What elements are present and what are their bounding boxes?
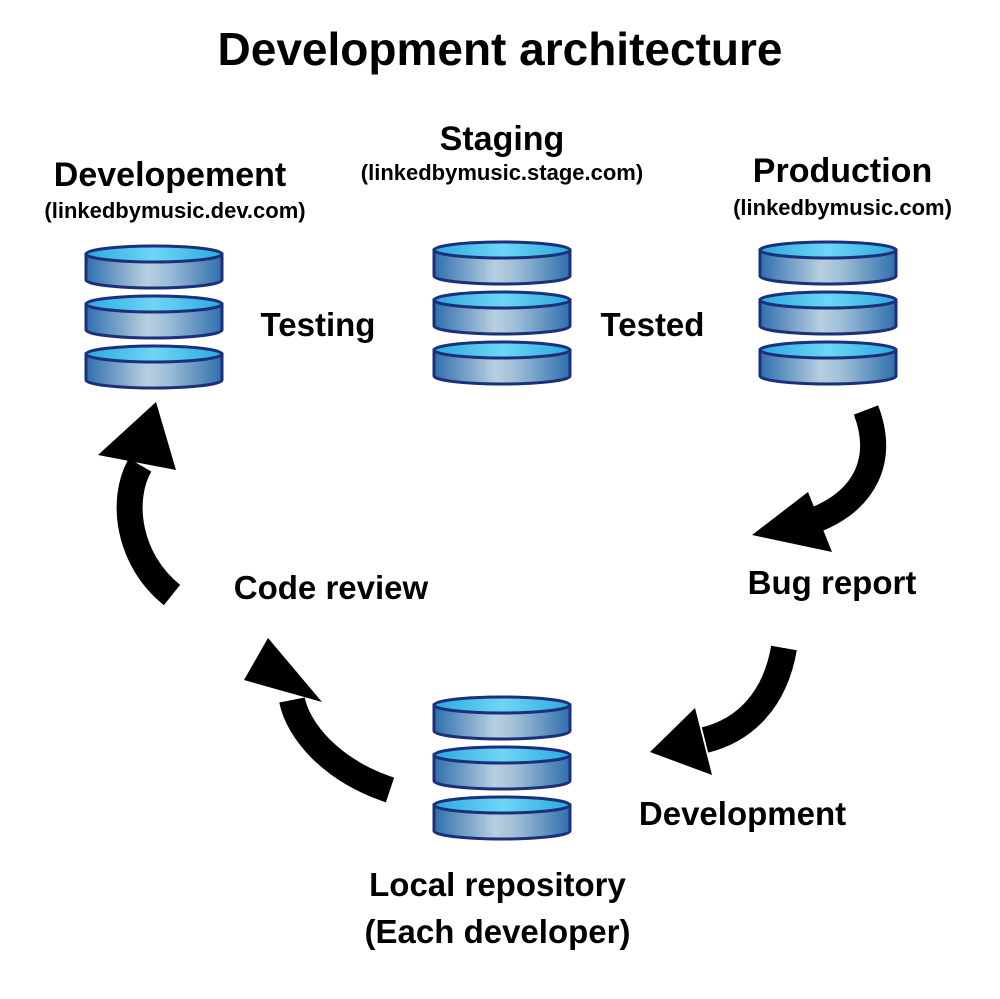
arrow-code-review-to-development bbox=[116, 458, 181, 606]
arrowhead-code-review bbox=[244, 638, 322, 702]
code-review-label: Code review bbox=[233, 569, 429, 606]
local-repository-note: (Each developer) bbox=[364, 913, 631, 950]
production-url: (linkedbymusic.com) bbox=[733, 195, 952, 220]
arrow-local-to-code-review bbox=[279, 696, 395, 803]
bug-report-label: Bug report bbox=[747, 564, 917, 601]
development-step-label: Development bbox=[638, 795, 847, 832]
development-database-icon bbox=[84, 244, 224, 390]
tested-label: Tested bbox=[600, 306, 705, 343]
local-repository-database-icon bbox=[432, 695, 572, 841]
staging-url: (linkedbymusic.stage.com) bbox=[360, 160, 644, 185]
arrow-production-to-bug-report bbox=[809, 405, 887, 533]
production-label: Production bbox=[752, 152, 933, 190]
production-database-icon bbox=[758, 240, 898, 386]
diagram-title: Development architecture bbox=[217, 23, 783, 75]
testing-label: Testing bbox=[260, 306, 376, 343]
arrow-bug-report-to-development bbox=[701, 645, 797, 753]
staging-database-icon bbox=[432, 240, 572, 386]
arrowhead-development-db bbox=[98, 402, 176, 470]
staging-label: Staging bbox=[439, 120, 565, 158]
arrowhead-bug-report bbox=[752, 492, 832, 552]
development-env-url: (linkedbymusic.dev.com) bbox=[44, 198, 306, 223]
arrowhead-development bbox=[650, 708, 712, 775]
development-env-label: Developement bbox=[53, 156, 287, 194]
local-repository-label: Local repository bbox=[369, 866, 626, 903]
